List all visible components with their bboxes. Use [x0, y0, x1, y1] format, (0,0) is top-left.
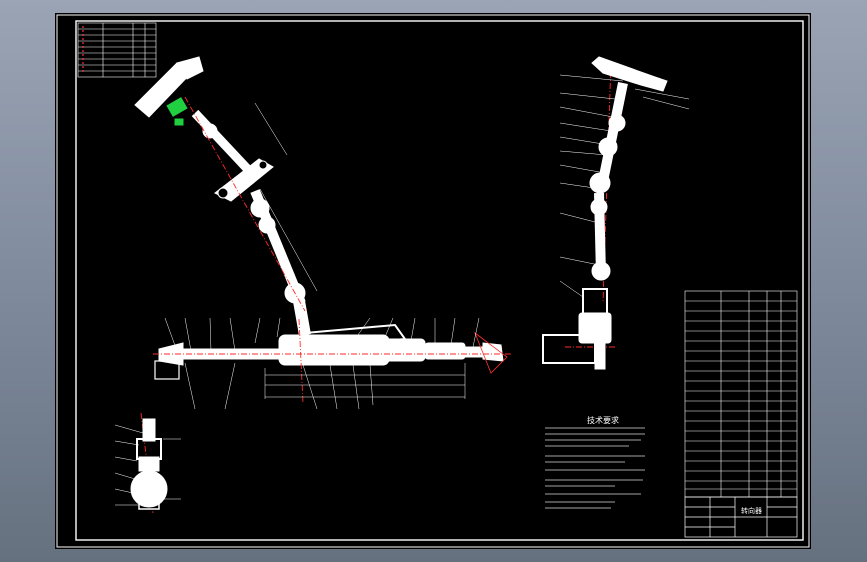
- steering-wheel-grip: [176, 56, 204, 80]
- column-flange: [214, 158, 274, 202]
- sheet-outer-border: [56, 14, 810, 548]
- main-assembly-view: [134, 56, 508, 380]
- parts-list: [684, 290, 798, 498]
- lower-shaft: [293, 299, 311, 337]
- detail-leaders: [114, 424, 181, 506]
- title-block-drawing-name: 转向器: [741, 506, 762, 515]
- green-bracket-small: [174, 118, 184, 126]
- green-bracket: [166, 97, 188, 117]
- side-view-column: [598, 82, 628, 182]
- title-block: [684, 496, 798, 538]
- notes-title: 技术要求: [587, 415, 619, 425]
- technical-notes: 技术要求: [545, 415, 645, 509]
- detail-ball-joint: [130, 470, 168, 508]
- right-tie-rod: [464, 346, 484, 358]
- cad-drawing: 技术要求: [56, 14, 810, 548]
- leader-lines: [164, 102, 480, 410]
- side-view-leaders: [559, 74, 690, 298]
- revision-table: [77, 22, 157, 78]
- cad-viewport[interactable]: 技术要求: [55, 13, 811, 549]
- side-view: [542, 56, 668, 370]
- upper-column: [191, 109, 259, 181]
- detail-view: [130, 418, 168, 510]
- side-view-wheel: [591, 56, 668, 92]
- sheet-inner-border: [75, 20, 804, 541]
